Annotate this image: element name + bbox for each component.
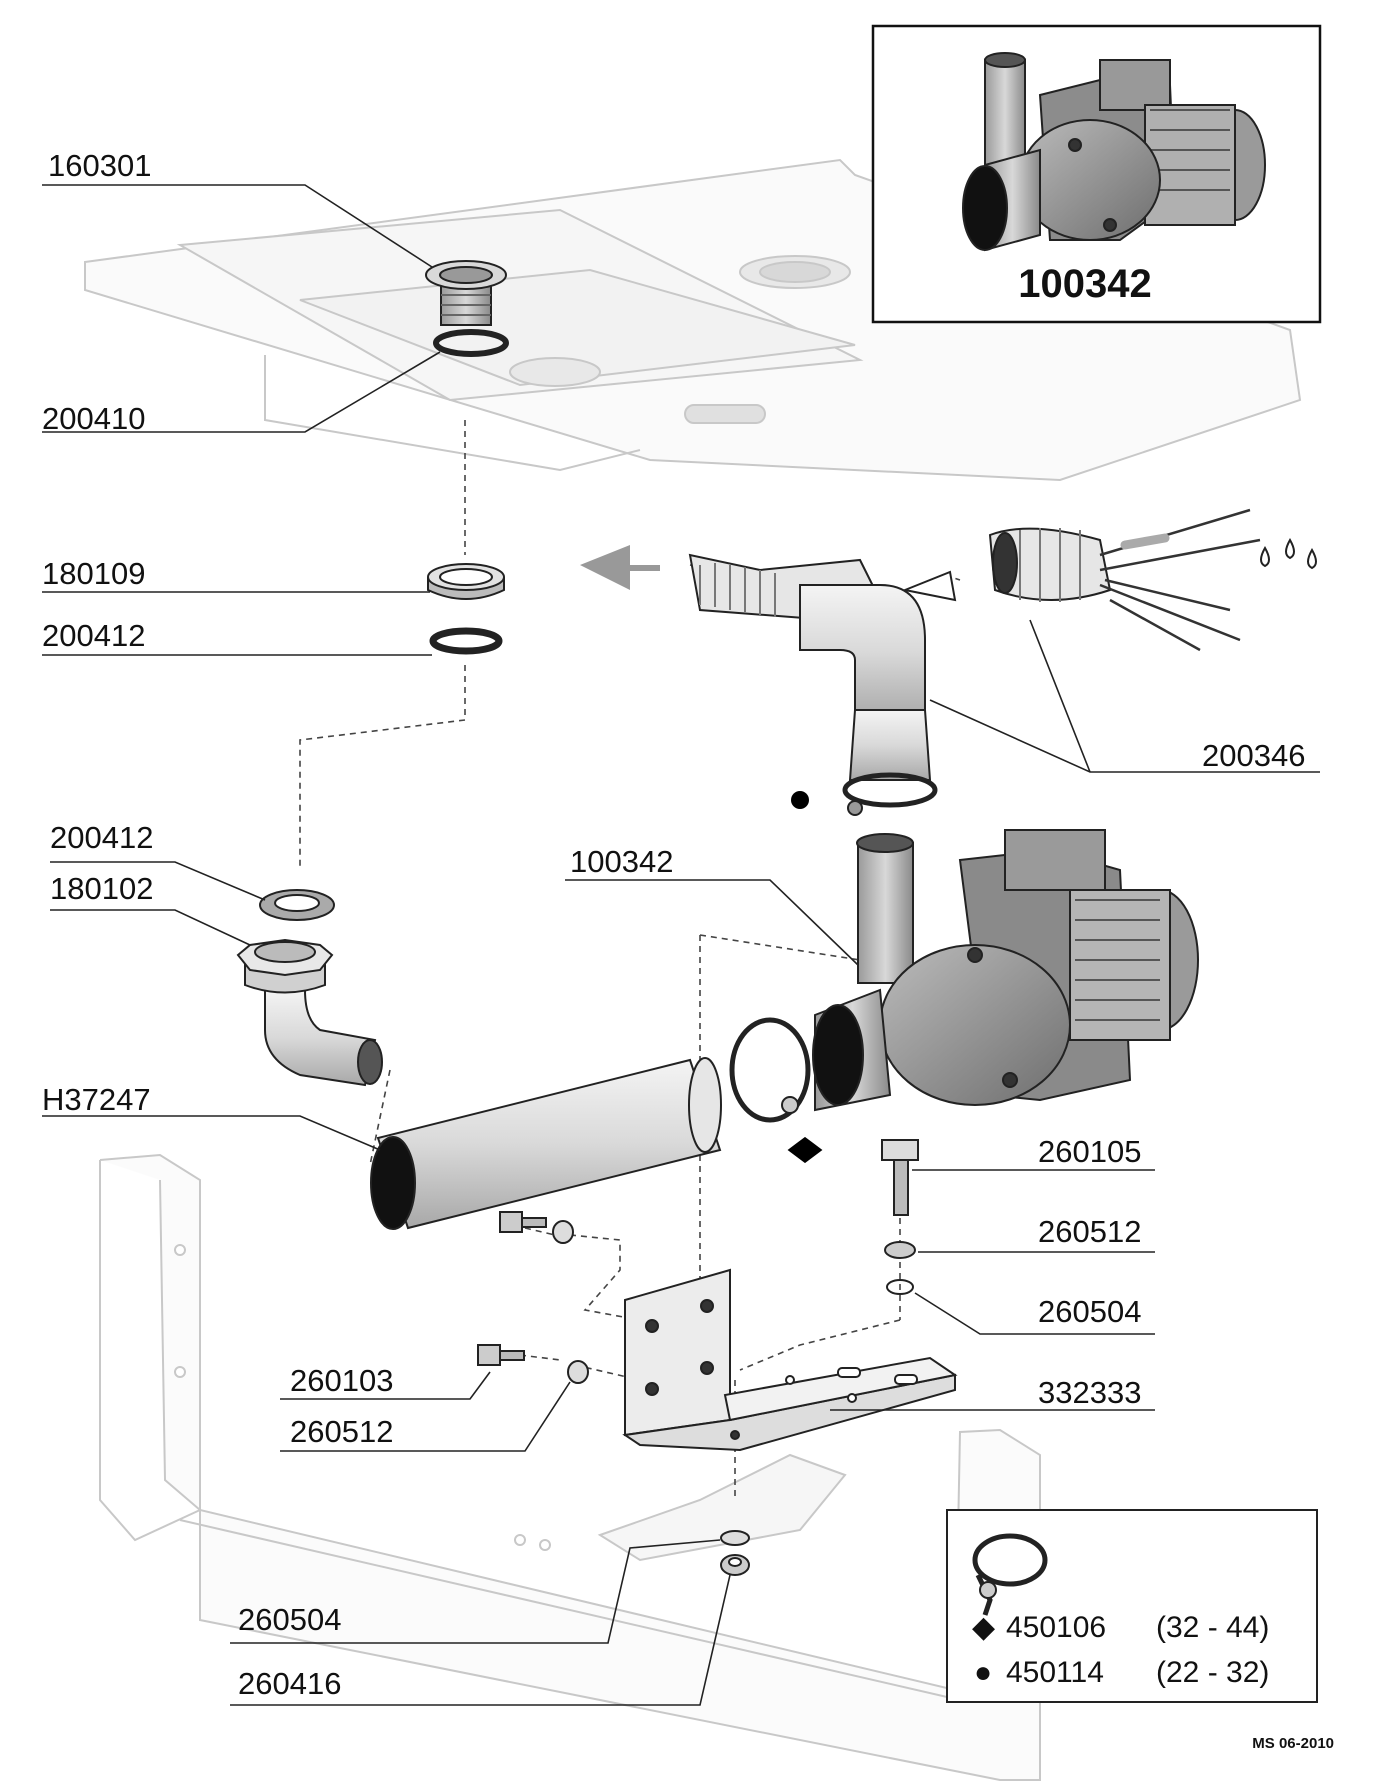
hose-200346-icon (580, 508, 1317, 816)
legend-code: 450114 (1006, 1656, 1104, 1689)
seal-200412-upper-icon (429, 627, 503, 655)
clamp-450106-icon (729, 1017, 811, 1123)
clamp-450114-marker-dot (791, 791, 809, 809)
legend-box (946, 1509, 1318, 1703)
legend-row-450106: ◆ 450106 (32 - 44) (972, 1610, 1269, 1645)
label-200412-upper: 200412 (42, 618, 146, 653)
pipe-H37247-icon (370, 1057, 722, 1230)
label-260504-right: 260504 (1038, 1294, 1142, 1329)
bracket-332333-icon (622, 1268, 958, 1452)
label-100342: 100342 (570, 844, 674, 879)
elbow-180102-icon (236, 938, 383, 1087)
strainer-160301-icon (425, 260, 507, 326)
legend-code: 450106 (1006, 1611, 1107, 1644)
label-180109: 180109 (42, 556, 146, 591)
label-200410: 200410 (42, 401, 146, 436)
label-260512-left: 260512 (290, 1414, 394, 1449)
screw-upper-icon (499, 1211, 574, 1244)
label-H37247: H37247 (42, 1082, 151, 1117)
base-frame (99, 1153, 1041, 1781)
label-160301: 160301 (48, 148, 152, 183)
inset-pump-icon (962, 52, 1266, 252)
label-260105: 260105 (1038, 1134, 1142, 1169)
seal-200410-icon (433, 329, 509, 357)
seal-200412-lower-icon (259, 889, 335, 921)
document-code: MS 06-2010 (1252, 1735, 1334, 1752)
washer-260512-right-icon (884, 1241, 916, 1259)
label-200412-lower: 200412 (50, 820, 154, 855)
inset-part-number: 100342 (1018, 262, 1152, 306)
label-332333: 332333 (1038, 1375, 1142, 1410)
washer-260504-right-icon (886, 1279, 914, 1295)
label-260512-right: 260512 (1038, 1214, 1142, 1249)
dot-icon: ● (973, 1656, 993, 1689)
clamp-450106-marker-diamond (782, 1133, 828, 1167)
label-260416: 260416 (238, 1666, 342, 1701)
label-260504-lower: 260504 (238, 1602, 342, 1637)
label-200346: 200346 (1202, 738, 1306, 773)
washer-260512-left-icon (567, 1360, 589, 1384)
nut-260416-icon (720, 1554, 750, 1576)
nut-180109-icon (427, 563, 505, 600)
legend-range: (32 - 44) (1156, 1611, 1270, 1644)
bolt-260105-icon (881, 1139, 919, 1216)
screw-260103-icon (477, 1344, 525, 1366)
diamond-icon: ◆ (972, 1611, 996, 1644)
legend-clamp-icon (972, 1533, 1048, 1616)
label-260103: 260103 (290, 1363, 394, 1398)
leader-lines (42, 184, 1320, 1706)
legend-range: (22 - 32) (1156, 1656, 1270, 1689)
washer-260504-lower-icon (720, 1530, 750, 1546)
label-180102: 180102 (50, 871, 154, 906)
pump-100342-icon (812, 829, 1199, 1112)
legend-row-450114: ● 450114 (22 - 32) (972, 1656, 1269, 1690)
